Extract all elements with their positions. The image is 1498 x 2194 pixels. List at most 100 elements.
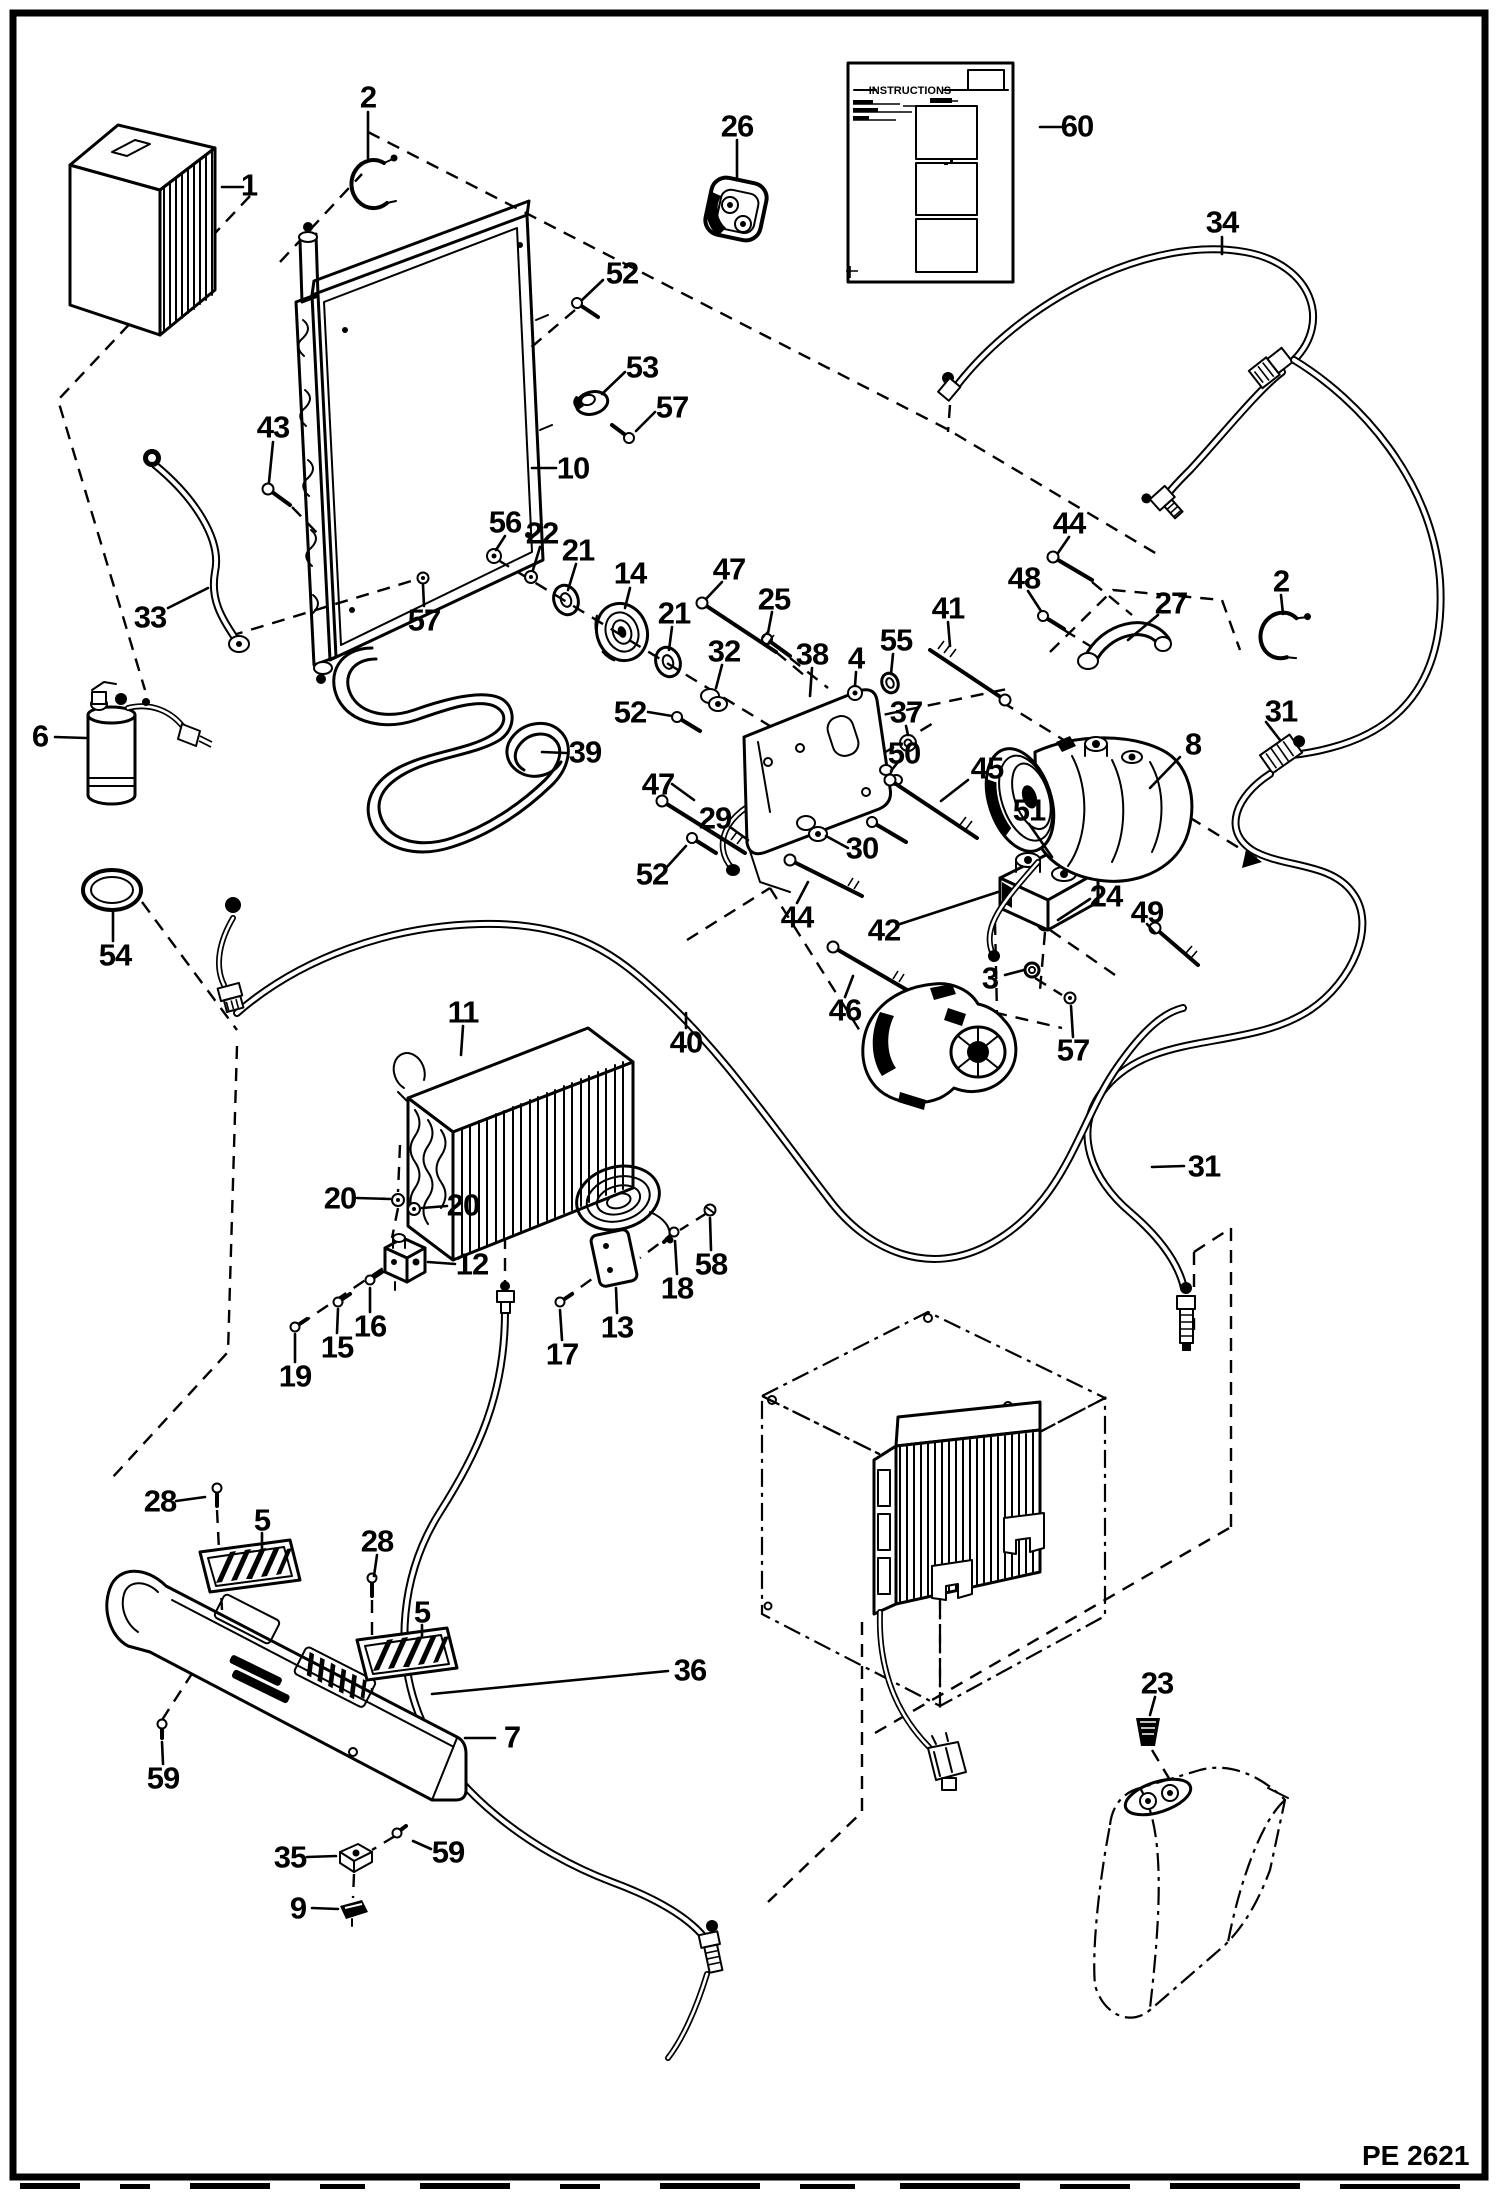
screw-part-57a (610, 423, 635, 444)
bolt-part-44b (1046, 550, 1094, 582)
callout-53: 53 (625, 349, 659, 385)
vent-part-5b (355, 1626, 459, 1682)
callout-5: 5 (253, 1502, 271, 1538)
duct-27 (1077, 621, 1172, 670)
bolt-part-41 (928, 640, 1012, 707)
callout-13: 13 (600, 1309, 634, 1345)
washer-part-21a (552, 583, 580, 617)
instruction-sheet-part-60: INSTRUCTIONS (846, 61, 1015, 284)
hose-36 (400, 1281, 724, 2061)
screw-part-17 (554, 1292, 574, 1308)
nut-part-22 (524, 570, 538, 584)
callout-36: 36 (673, 1652, 707, 1688)
callout-16: 16 (353, 1308, 387, 1344)
callout-48: 48 (1007, 560, 1041, 596)
callout-25: 25 (757, 581, 791, 617)
callout-43: 43 (256, 409, 290, 445)
callout-4: 4 (847, 640, 865, 676)
belt-part-39 (332, 646, 570, 854)
callout-24: 24 (1089, 878, 1123, 914)
callout-44: 44 (780, 899, 814, 935)
fitting-36-bottom (665, 1920, 724, 2061)
callout-19: 19 (278, 1358, 312, 1394)
callout-46: 46 (828, 992, 862, 1028)
callout-7: 7 (503, 1719, 521, 1755)
callout-52: 52 (635, 856, 669, 892)
fitting-31 (1258, 733, 1306, 775)
thermostat-part-13 (575, 1164, 674, 1288)
callout-33: 33 (133, 599, 167, 635)
plug-part-23 (1136, 1718, 1160, 1746)
callout-20: 20 (323, 1180, 357, 1216)
fitting-31-bottom (1176, 1282, 1196, 1351)
washer-part-55 (880, 671, 900, 695)
washer-part-21b (654, 645, 682, 679)
wire-connector (927, 1732, 967, 1791)
callout-8: 8 (1184, 726, 1202, 762)
callout-60: 60 (1060, 108, 1094, 144)
callout-31: 31 (1187, 1148, 1221, 1184)
expansion-valve-part-12 (383, 1233, 427, 1291)
callout-38: 38 (795, 636, 829, 672)
hose-34 (937, 245, 1318, 520)
callout-2: 2 (1272, 563, 1290, 599)
nut-part-56 (486, 548, 502, 564)
callout-15: 15 (320, 1329, 354, 1365)
hose-34-union-fitting (1247, 346, 1294, 390)
hose-31-right-run (1083, 356, 1445, 1351)
drawing-code: PE 2621 (1362, 2140, 1470, 2171)
screw-part-59a (156, 1718, 168, 1740)
screw-part-52b (671, 711, 702, 733)
callout-37: 37 (889, 694, 923, 730)
hose-34-end-fitting (1141, 484, 1184, 520)
screw-part-28a (211, 1482, 223, 1508)
callout-44: 44 (1052, 505, 1086, 541)
receiver-drier-part-6 (86, 681, 213, 806)
screw-part-15 (332, 1292, 352, 1308)
callout-22: 22 (525, 515, 559, 551)
bolt-part-47a (695, 596, 778, 654)
clamp-part-2-right (1258, 610, 1312, 661)
callout-54: 54 (98, 937, 132, 973)
callout-6: 6 (31, 718, 49, 754)
condenser-unit-box (759, 1310, 1108, 1791)
callout-21: 21 (657, 595, 691, 631)
callout-32: 32 (707, 633, 741, 669)
screw-part-58 (703, 1203, 717, 1217)
callout-42: 42 (867, 912, 901, 948)
condenser-part-10 (294, 199, 553, 684)
grommet-part-53 (573, 390, 610, 416)
alternator (861, 982, 1018, 1110)
callout-10: 10 (556, 450, 590, 486)
bolt-part-46 (826, 940, 909, 992)
callout-47: 47 (712, 551, 746, 587)
washer-part-3 (1023, 961, 1041, 979)
callout-27: 27 (1154, 585, 1188, 621)
callout-30: 30 (845, 830, 879, 866)
callout-57: 57 (655, 389, 689, 425)
bolt-part-44a (783, 853, 864, 898)
bolt-part-48a (1037, 610, 1066, 631)
callout-47: 47 (641, 766, 675, 802)
callout-26: 26 (720, 108, 754, 144)
bolt-part-45 (883, 773, 979, 840)
hose-40 (216, 897, 1187, 1263)
callout-12: 12 (455, 1246, 489, 1282)
callout-56: 56 (488, 504, 522, 540)
callout-31: 31 (1264, 693, 1298, 729)
callout-20: 20 (446, 1187, 480, 1223)
mount-plate-part-38 (742, 688, 892, 893)
callout-35: 35 (273, 1839, 307, 1875)
callout-59: 59 (146, 1760, 180, 1796)
callout-1: 1 (240, 167, 258, 203)
callout-28: 28 (143, 1483, 177, 1519)
callout-21: 21 (561, 532, 595, 568)
screw-part-57b (416, 571, 430, 585)
cover-part-7 (105, 1569, 468, 1802)
callout-29: 29 (698, 800, 732, 836)
clamp-part-26 (703, 175, 769, 243)
screw-part-57c (1063, 991, 1077, 1005)
screw-part-59b (391, 1824, 408, 1839)
instruction-sheet-title: INSTRUCTIONS (869, 85, 952, 97)
